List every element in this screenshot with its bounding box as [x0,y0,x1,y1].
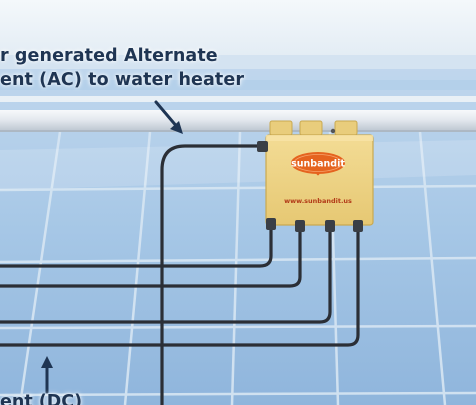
sunbandit-logo [291,152,345,174]
dc-annotation-line: ent (DC) [0,392,83,405]
ac-annotation-line-2: ent (AC) to water heater [0,70,245,90]
brand-text: sunbandit [291,159,345,170]
dc-connector-4 [353,220,363,232]
ac-output-cable [160,144,264,405]
dc-arrow [41,356,53,394]
dc-input-cable-2 [0,224,302,288]
ac-annotation-line-1: r generated Alternate [0,46,218,66]
ac-arrow [154,100,183,134]
microinverter: sunbandit www.sunbandit.us [257,120,374,232]
dc-input-cable-3 [0,224,332,324]
dc-connector-1 [266,218,276,230]
device-url: www.sunbandit.us [284,197,352,205]
mounting-rail [0,96,476,132]
dc-connector-3 [325,220,335,232]
dc-connector-2 [295,220,305,232]
sky [0,0,476,60]
dc-input-cable-1 [0,220,273,268]
dc-input-cable-4 [0,224,360,347]
solar-panel-array [0,55,476,405]
